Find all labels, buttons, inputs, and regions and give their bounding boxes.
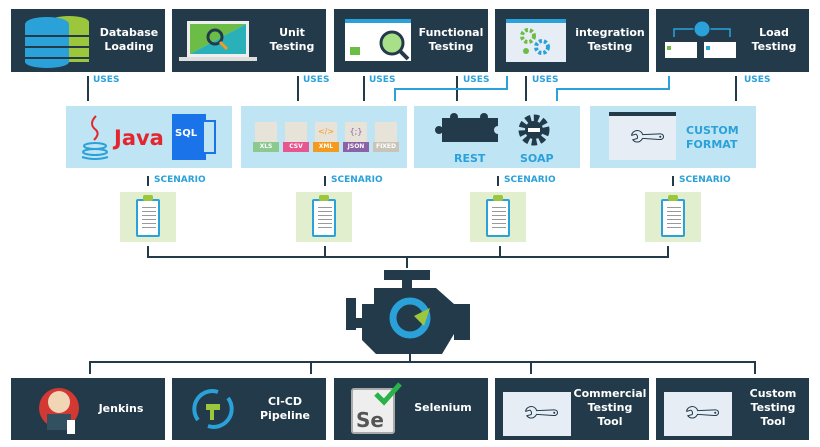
- box-label: integration: [575, 26, 645, 39]
- box-label: Testing: [751, 40, 797, 53]
- scenario-label: SCENARIO: [154, 175, 206, 185]
- java-label: Java: [114, 126, 164, 150]
- box-label: Unit: [279, 26, 305, 39]
- wrench-window-icon: 🔧︎: [664, 388, 732, 436]
- soap-label: SOAP: [520, 152, 554, 165]
- rest-soap-box: REST SOAP: [414, 106, 580, 168]
- java-sql-box: Java SQL: [66, 106, 232, 168]
- box-label: Functional: [418, 26, 484, 39]
- jenkins-label: Jenkins: [98, 402, 144, 415]
- scenario-label: SCENARIO: [679, 175, 731, 185]
- clock-network-icon: [665, 20, 736, 58]
- uses-label: USES: [93, 75, 120, 85]
- selenium-label: Selenium: [414, 401, 472, 414]
- xml-file-icon: </>XML: [313, 122, 339, 152]
- jenkins-box: Jenkins: [11, 378, 165, 440]
- fixed-file-icon: FIXED: [373, 122, 399, 152]
- sql-icon: SQL: [172, 114, 206, 160]
- engine-icon: [346, 270, 470, 354]
- file-formats-box: XLS CSV </>XML {;}JSON FIXED: [241, 106, 407, 168]
- box-label: Testing: [587, 40, 633, 53]
- uses-label: USES: [463, 75, 490, 85]
- uses-label: USES: [532, 75, 559, 85]
- xls-file-icon: XLS: [253, 122, 279, 152]
- uses-label: USES: [303, 75, 330, 85]
- puzzle-icon: [435, 113, 502, 142]
- checkmark-icon: [374, 382, 402, 406]
- rest-label: REST: [454, 152, 486, 165]
- selenium-box: Se Selenium: [334, 378, 488, 440]
- uses-label: USES: [744, 75, 771, 85]
- wrench-window-icon: 🔧︎: [503, 388, 571, 436]
- browser-magnifier-icon: [345, 19, 411, 61]
- pipeline-icon: [192, 389, 234, 429]
- box-label: Loading: [104, 40, 154, 53]
- scenario-label: SCENARIO: [504, 175, 556, 185]
- soap-gear-icon: [518, 114, 550, 146]
- java-cup-icon: [81, 115, 109, 160]
- box-label: Testing: [269, 40, 315, 53]
- box-label: Database: [99, 26, 159, 39]
- uses-label: USES: [369, 75, 396, 85]
- box-label: Testing: [428, 40, 474, 53]
- csv-file-icon: CSV: [283, 122, 309, 152]
- scenario-clipboard-icon: [470, 192, 526, 242]
- scenario-label: SCENARIO: [331, 175, 383, 185]
- gears-icon: [506, 19, 566, 62]
- database-icon: [25, 16, 89, 68]
- sql-label: SQL: [175, 128, 198, 139]
- scenario-clipboard-icon: [645, 192, 701, 242]
- laptop-search-icon: [179, 21, 257, 61]
- box-label: Load: [759, 26, 789, 39]
- wrench-window-icon: 🔧︎: [609, 112, 676, 160]
- json-file-icon: {;}JSON: [343, 122, 369, 152]
- scenario-clipboard-icon: [120, 192, 176, 242]
- jenkins-icon: [39, 388, 79, 434]
- scenario-clipboard-icon: [296, 192, 352, 242]
